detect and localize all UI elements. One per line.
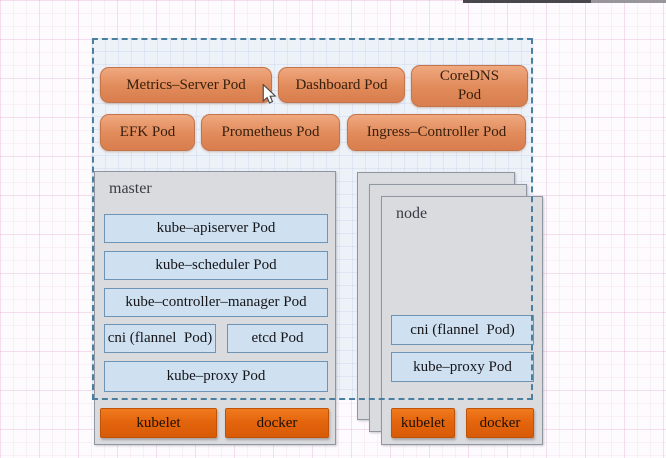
pod-kube-scheduler: kube–scheduler Pod xyxy=(104,251,328,280)
node-title: node xyxy=(396,205,428,222)
pod-etcd: etcd Pod xyxy=(227,324,328,353)
pod-prometheus-label: Prometheus Pod xyxy=(221,124,320,141)
pod-cni-flannel-master: cni (flannel Pod) xyxy=(104,324,216,353)
pod-efk-label: EFK Pod xyxy=(119,124,176,141)
pod-cni-flannel-master-label: cni (flannel Pod) xyxy=(107,330,213,346)
pod-metrics-server-label: Metrics–Server Pod xyxy=(126,76,246,93)
node-docker: docker xyxy=(466,408,534,438)
node-docker-label: docker xyxy=(479,414,521,431)
pod-coredns-label: CoreDNS Pod xyxy=(439,68,500,103)
master-docker: docker xyxy=(225,408,329,438)
mouse-cursor-icon xyxy=(262,84,277,104)
pod-kube-controller-manager: kube–controller–manager Pod xyxy=(104,288,328,317)
node-kubelet-label: kubelet xyxy=(400,414,446,431)
pod-metrics-server: Metrics–Server Pod xyxy=(100,67,272,103)
pod-efk: EFK Pod xyxy=(100,114,195,151)
pod-etcd-label: etcd Pod xyxy=(251,330,304,346)
master-kubelet-label: kubelet xyxy=(136,414,181,431)
pod-kube-proxy-master: kube–proxy Pod xyxy=(104,361,328,392)
node-kubelet: kubelet xyxy=(391,408,455,438)
pod-kube-proxy-node: kube–proxy Pod xyxy=(391,352,534,382)
pod-cni-flannel-node: cni (flannel Pod) xyxy=(391,315,534,345)
node-box: node cni (flannel Pod) kube–proxy Pod ku… xyxy=(381,196,543,445)
pod-kube-apiserver: kube–apiserver Pod xyxy=(104,214,328,243)
pod-ingress-controller: Ingress–Controller Pod xyxy=(347,114,526,151)
pod-prometheus: Prometheus Pod xyxy=(201,114,340,151)
master-title: master xyxy=(109,180,152,197)
pod-kube-proxy-node-label: kube–proxy Pod xyxy=(413,358,512,375)
pod-coredns: CoreDNS Pod xyxy=(411,65,528,107)
pod-kube-scheduler-label: kube–scheduler Pod xyxy=(155,257,277,273)
pod-ingress-controller-label: Ingress–Controller Pod xyxy=(366,124,507,141)
master-kubelet: kubelet xyxy=(100,408,217,438)
pod-dashboard-label: Dashboard Pod xyxy=(295,76,388,93)
addon-pods-panel-border xyxy=(92,38,533,400)
pod-kube-proxy-master-label: kube–proxy Pod xyxy=(166,368,266,384)
pod-dashboard: Dashboard Pod xyxy=(278,67,405,103)
window-edge-strip xyxy=(463,0,666,3)
pod-kube-controller-manager-label: kube–controller–manager Pod xyxy=(125,294,307,310)
pod-cni-flannel-node-label: cni (flannel Pod) xyxy=(410,321,515,338)
pod-kube-apiserver-label: kube–apiserver Pod xyxy=(156,220,276,236)
master-docker-label: docker xyxy=(256,414,298,431)
